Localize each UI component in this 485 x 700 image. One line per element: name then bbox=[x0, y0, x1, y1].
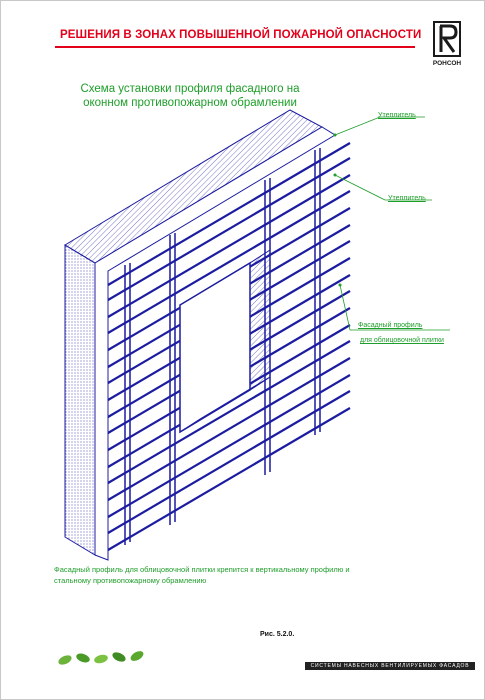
wall-left-face bbox=[64, 244, 96, 556]
installation-drawing bbox=[64, 109, 450, 561]
diagram-subtitle: Схема установки профиля фасадного на око… bbox=[40, 82, 340, 110]
footer-text: СИСТЕМЫ НАВЕСНЫХ ВЕНТИЛИРУЕМЫХ ФАСАДОВ bbox=[310, 663, 470, 669]
caption: Фасадный профиль для облицовочной плитки… bbox=[54, 564, 434, 586]
vertical-profiles bbox=[124, 148, 321, 545]
ronson-logo-icon bbox=[433, 21, 461, 57]
wall-top-face bbox=[64, 109, 324, 264]
callout-insulation-top: Утеплитель bbox=[378, 112, 416, 119]
subtitle-line-2: оконном противопожарном обрамлении bbox=[83, 97, 297, 109]
callout-facade-profile-2: для облицовочной плитки bbox=[360, 337, 444, 344]
logo-text: РОНСОН bbox=[432, 60, 462, 67]
caption-line-1: Фасадный профиль для облицовочной плитки… bbox=[54, 565, 350, 574]
insulation-layer bbox=[94, 126, 336, 561]
leader-insulation-middle bbox=[334, 174, 432, 201]
callout-facade-profile-1: Фасадный профиль bbox=[358, 322, 423, 329]
leader-insulation-top bbox=[334, 116, 425, 136]
leader-facade-profile bbox=[339, 284, 450, 331]
title-underline bbox=[55, 46, 415, 48]
caption-line-2: стальному противопожарному обрамлению bbox=[54, 576, 207, 585]
window-frame bbox=[249, 249, 271, 391]
footer-bar bbox=[305, 662, 475, 670]
page-title: РЕШЕНИЯ В ЗОНАХ ПОВЫШЕННОЙ ПОЖАРНОЙ ОПАС… bbox=[60, 29, 422, 41]
callout-insulation-middle: Утеплитель bbox=[388, 195, 426, 202]
leaves-decoration-icon bbox=[58, 651, 144, 665]
figure-label: Рис. 5.2.0. bbox=[260, 631, 295, 638]
window-sill bbox=[179, 376, 271, 433]
header: РЕШЕНИЯ В ЗОНАХ ПОВЫШЕННОЙ ПОЖАРНОЙ ОПАС… bbox=[0, 0, 485, 67]
subtitle-line-1: Схема установки профиля фасадного на bbox=[80, 83, 300, 95]
